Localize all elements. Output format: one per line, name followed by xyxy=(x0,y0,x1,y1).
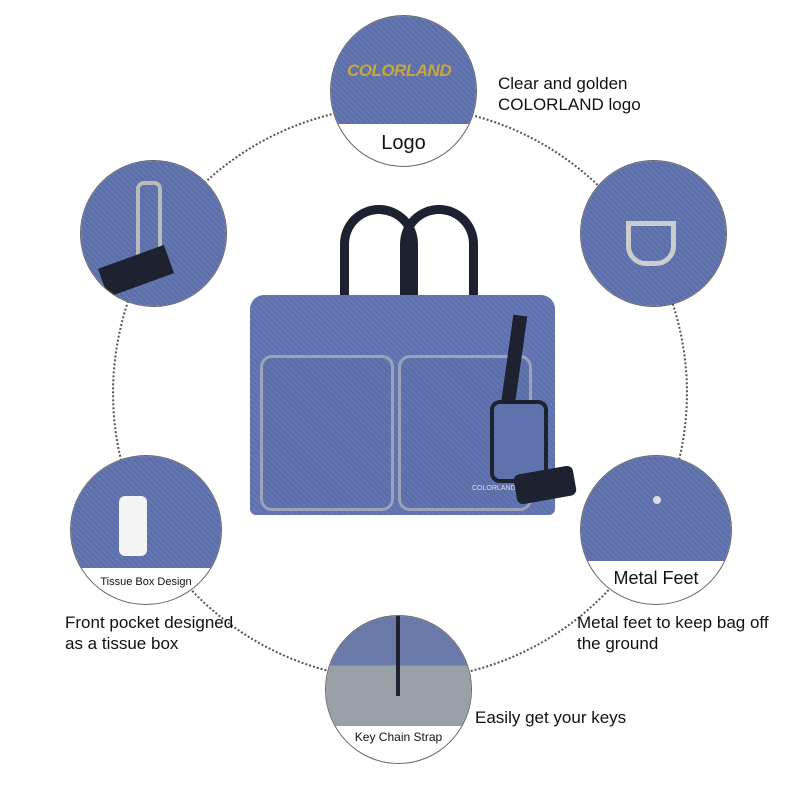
colorland-logo: COLORLAND xyxy=(347,61,452,80)
detail-key-chain: Key Chain Strap xyxy=(325,615,472,764)
caption-line: Clear and golden xyxy=(498,74,628,93)
caption-line: Front pocket designed xyxy=(65,613,234,632)
tissue-caption: Front pocket designed as a tissue box xyxy=(65,612,233,654)
right-handle xyxy=(400,205,478,334)
d-ring xyxy=(626,221,676,266)
caption-line: the ground xyxy=(577,634,659,653)
caption-line: COLORLAND logo xyxy=(498,95,641,114)
logo-caption: Clear and golden COLORLAND logo xyxy=(498,73,641,115)
detail-clasp xyxy=(80,160,227,307)
keychain-badge: Key Chain Strap xyxy=(354,730,443,744)
tissue-badge: Tissue Box Design xyxy=(100,576,192,588)
tissue xyxy=(119,496,147,556)
shoulder-pad xyxy=(490,400,548,483)
detail-tissue-box: Tissue Box Design xyxy=(70,455,222,605)
caption-line: Easily get your keys xyxy=(475,708,627,727)
keychain-caption: Easily get your keys xyxy=(475,707,626,728)
caption-line: as a tissue box xyxy=(65,634,179,653)
detail-d-ring xyxy=(580,160,727,307)
feet-caption: Metal feet to keep bag off the ground xyxy=(577,612,769,654)
detail-logo: COLORLAND Logo xyxy=(330,15,477,167)
logo-badge: Logo xyxy=(381,132,426,154)
left-front-pocket xyxy=(260,355,394,511)
detail-metal-feet: Metal Feet xyxy=(580,455,732,605)
caption-line: Metal feet to keep bag off xyxy=(577,613,769,632)
left-handle xyxy=(340,205,418,334)
feet-badge: Metal Feet xyxy=(613,568,699,588)
bag-logo: COLORLAND xyxy=(472,485,516,492)
key-strap xyxy=(396,616,400,696)
metal-foot xyxy=(653,496,661,504)
